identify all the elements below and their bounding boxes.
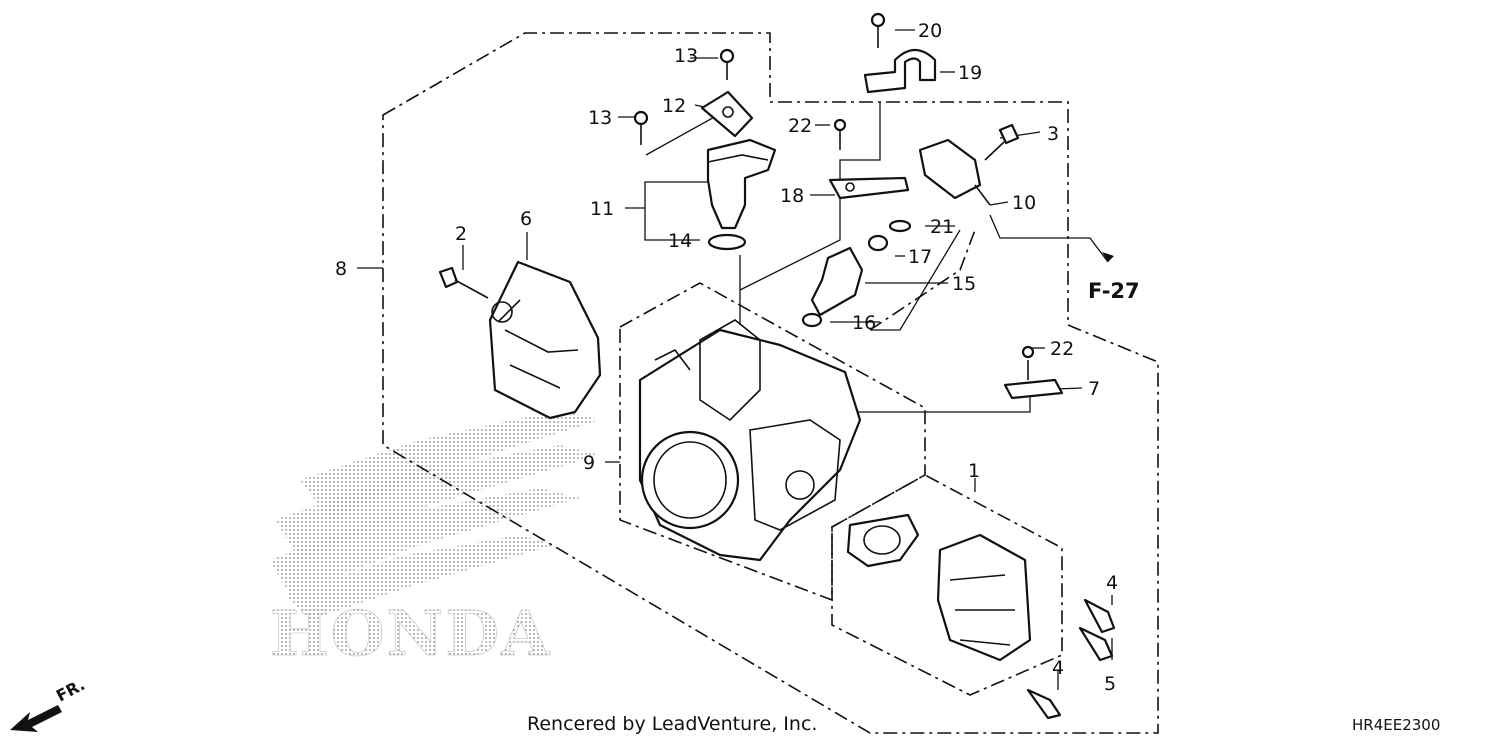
injector-group-outline xyxy=(869,229,976,331)
assembly-outline-8 xyxy=(382,32,1159,734)
part-6-cover xyxy=(488,260,602,420)
honda-wing-watermark: HONDA xyxy=(270,410,600,670)
screws-4-5 xyxy=(1026,598,1116,720)
screws-13 xyxy=(633,48,735,145)
callout-22a: 22 xyxy=(788,115,812,137)
callout-18: 18 xyxy=(780,185,804,207)
part-19-clamp xyxy=(863,12,937,94)
callout-21: 21 xyxy=(930,216,954,238)
callout-10: 10 xyxy=(1012,192,1036,214)
part-2-bolt xyxy=(438,266,489,299)
callout-2: 2 xyxy=(455,223,467,245)
part-14-o-ring xyxy=(707,233,747,251)
honda-logo-text: HONDA xyxy=(270,597,551,670)
callout-4a: 4 xyxy=(1106,572,1118,594)
callout-11: 11 xyxy=(590,198,614,220)
callout-15: 15 xyxy=(952,273,976,295)
part-18-bracket xyxy=(828,118,910,200)
callout-9: 9 xyxy=(583,452,595,474)
reference-arrow xyxy=(1102,252,1114,262)
callout-8: 8 xyxy=(335,258,347,280)
reference-label-f27: F-27 xyxy=(1088,279,1140,303)
front-direction-indicator: FR. xyxy=(10,675,88,732)
callout-17: 17 xyxy=(908,246,932,268)
callout-22b: 22 xyxy=(1050,338,1074,360)
part-10-fuel-pipe xyxy=(888,123,1020,233)
part-11-sensor xyxy=(706,138,777,230)
callout-13a: 13 xyxy=(588,107,612,129)
callout-19: 19 xyxy=(958,62,982,84)
callout-6: 6 xyxy=(520,208,532,230)
callout-4b: 4 xyxy=(1052,657,1064,679)
part-12-plate xyxy=(700,90,754,138)
fr-label: FR. xyxy=(53,675,88,706)
callout-20: 20 xyxy=(918,20,942,42)
part-7-bracket xyxy=(1003,345,1064,400)
callout-13b: 13 xyxy=(674,45,698,67)
footer-credit: Rencered by LeadVenture, Inc. xyxy=(527,713,817,735)
part-9-throttle-body xyxy=(638,319,862,562)
callout-7: 7 xyxy=(1088,378,1100,400)
callout-1: 1 xyxy=(968,460,980,482)
callout-16: 16 xyxy=(852,312,876,334)
callout-5: 5 xyxy=(1104,673,1116,695)
callout-14: 14 xyxy=(668,230,692,252)
throttle-gasket xyxy=(846,513,920,568)
throttle-body-outline-9 xyxy=(619,282,926,602)
callout-12: 12 xyxy=(662,95,686,117)
part-15-injector xyxy=(801,234,889,328)
sensor-outline-1 xyxy=(831,474,1063,696)
diagram-code: HR4EE2300 xyxy=(1352,716,1440,734)
part-1-sensor xyxy=(936,533,1032,662)
callout-3: 3 xyxy=(1047,123,1059,145)
